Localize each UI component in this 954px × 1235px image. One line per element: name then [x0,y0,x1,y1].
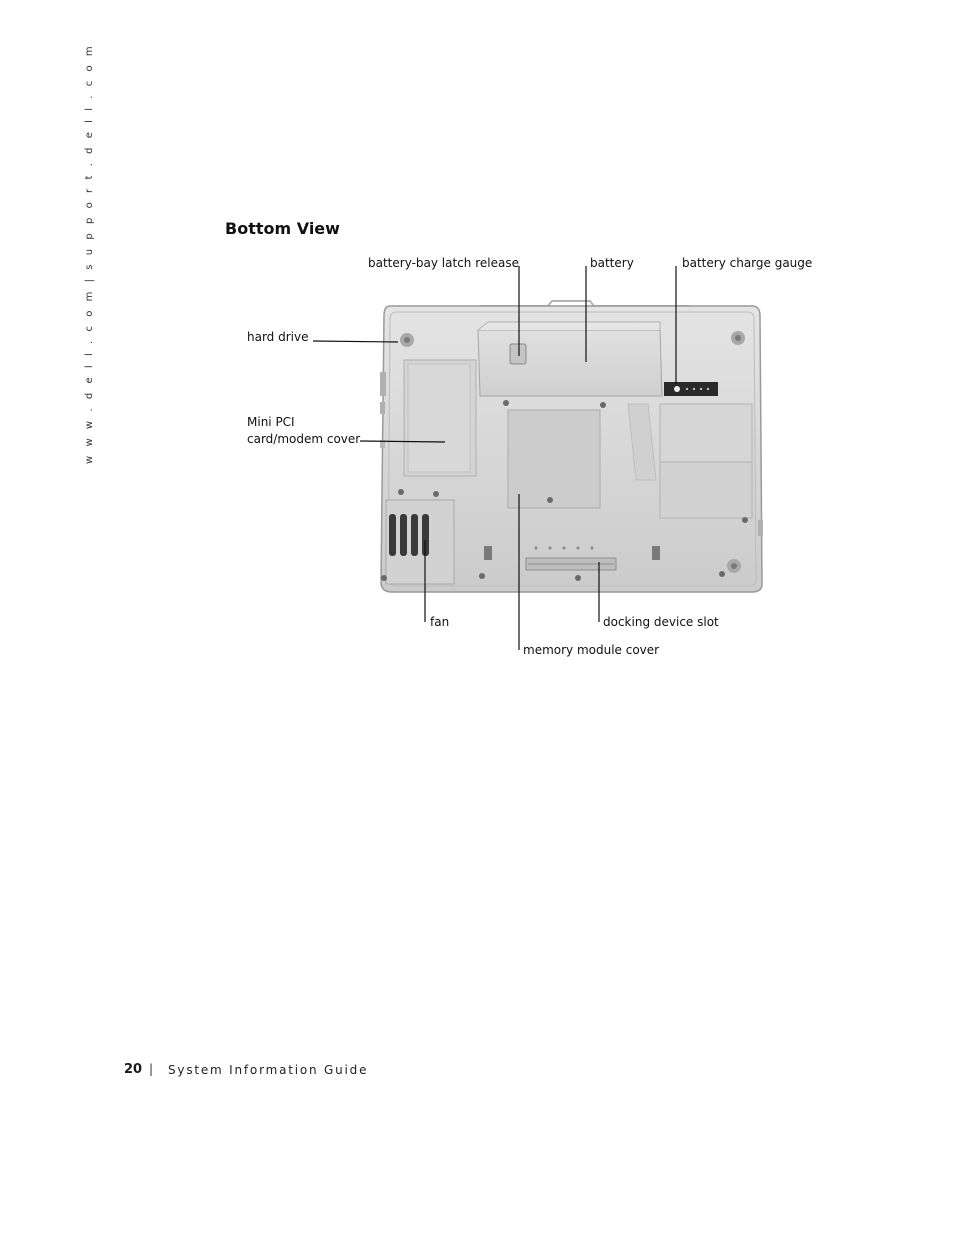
callout-memory-module-cover: memory module cover [523,643,660,657]
callout-battery-charge-gauge: battery charge gauge [682,256,813,270]
section-title: Bottom View [225,219,340,238]
callout-battery-bay-latch-release: battery-bay latch release [368,256,519,270]
callout-fan: fan [430,615,450,629]
footer-guide-title: System Information Guide [168,1063,369,1077]
page-number: 20 [124,1062,143,1077]
callout-mini-pci-line2: card/modem cover [247,432,361,446]
callout-hard-drive: hard drive [247,330,309,344]
memory-module-cover [507,409,601,509]
battery-charge-gauge [664,382,718,396]
docking-device-slot [525,546,617,571]
callout-battery: battery [590,256,634,270]
leader-lines [312,266,677,650]
footer-separator: | [149,1062,154,1076]
fan-vent [385,489,455,585]
battery-module [477,321,663,397]
callout-mini-pci-line1: Mini PCI [247,415,295,429]
callout-docking-device-slot: docking device slot [603,615,719,629]
mini-pci-cover [407,363,471,473]
